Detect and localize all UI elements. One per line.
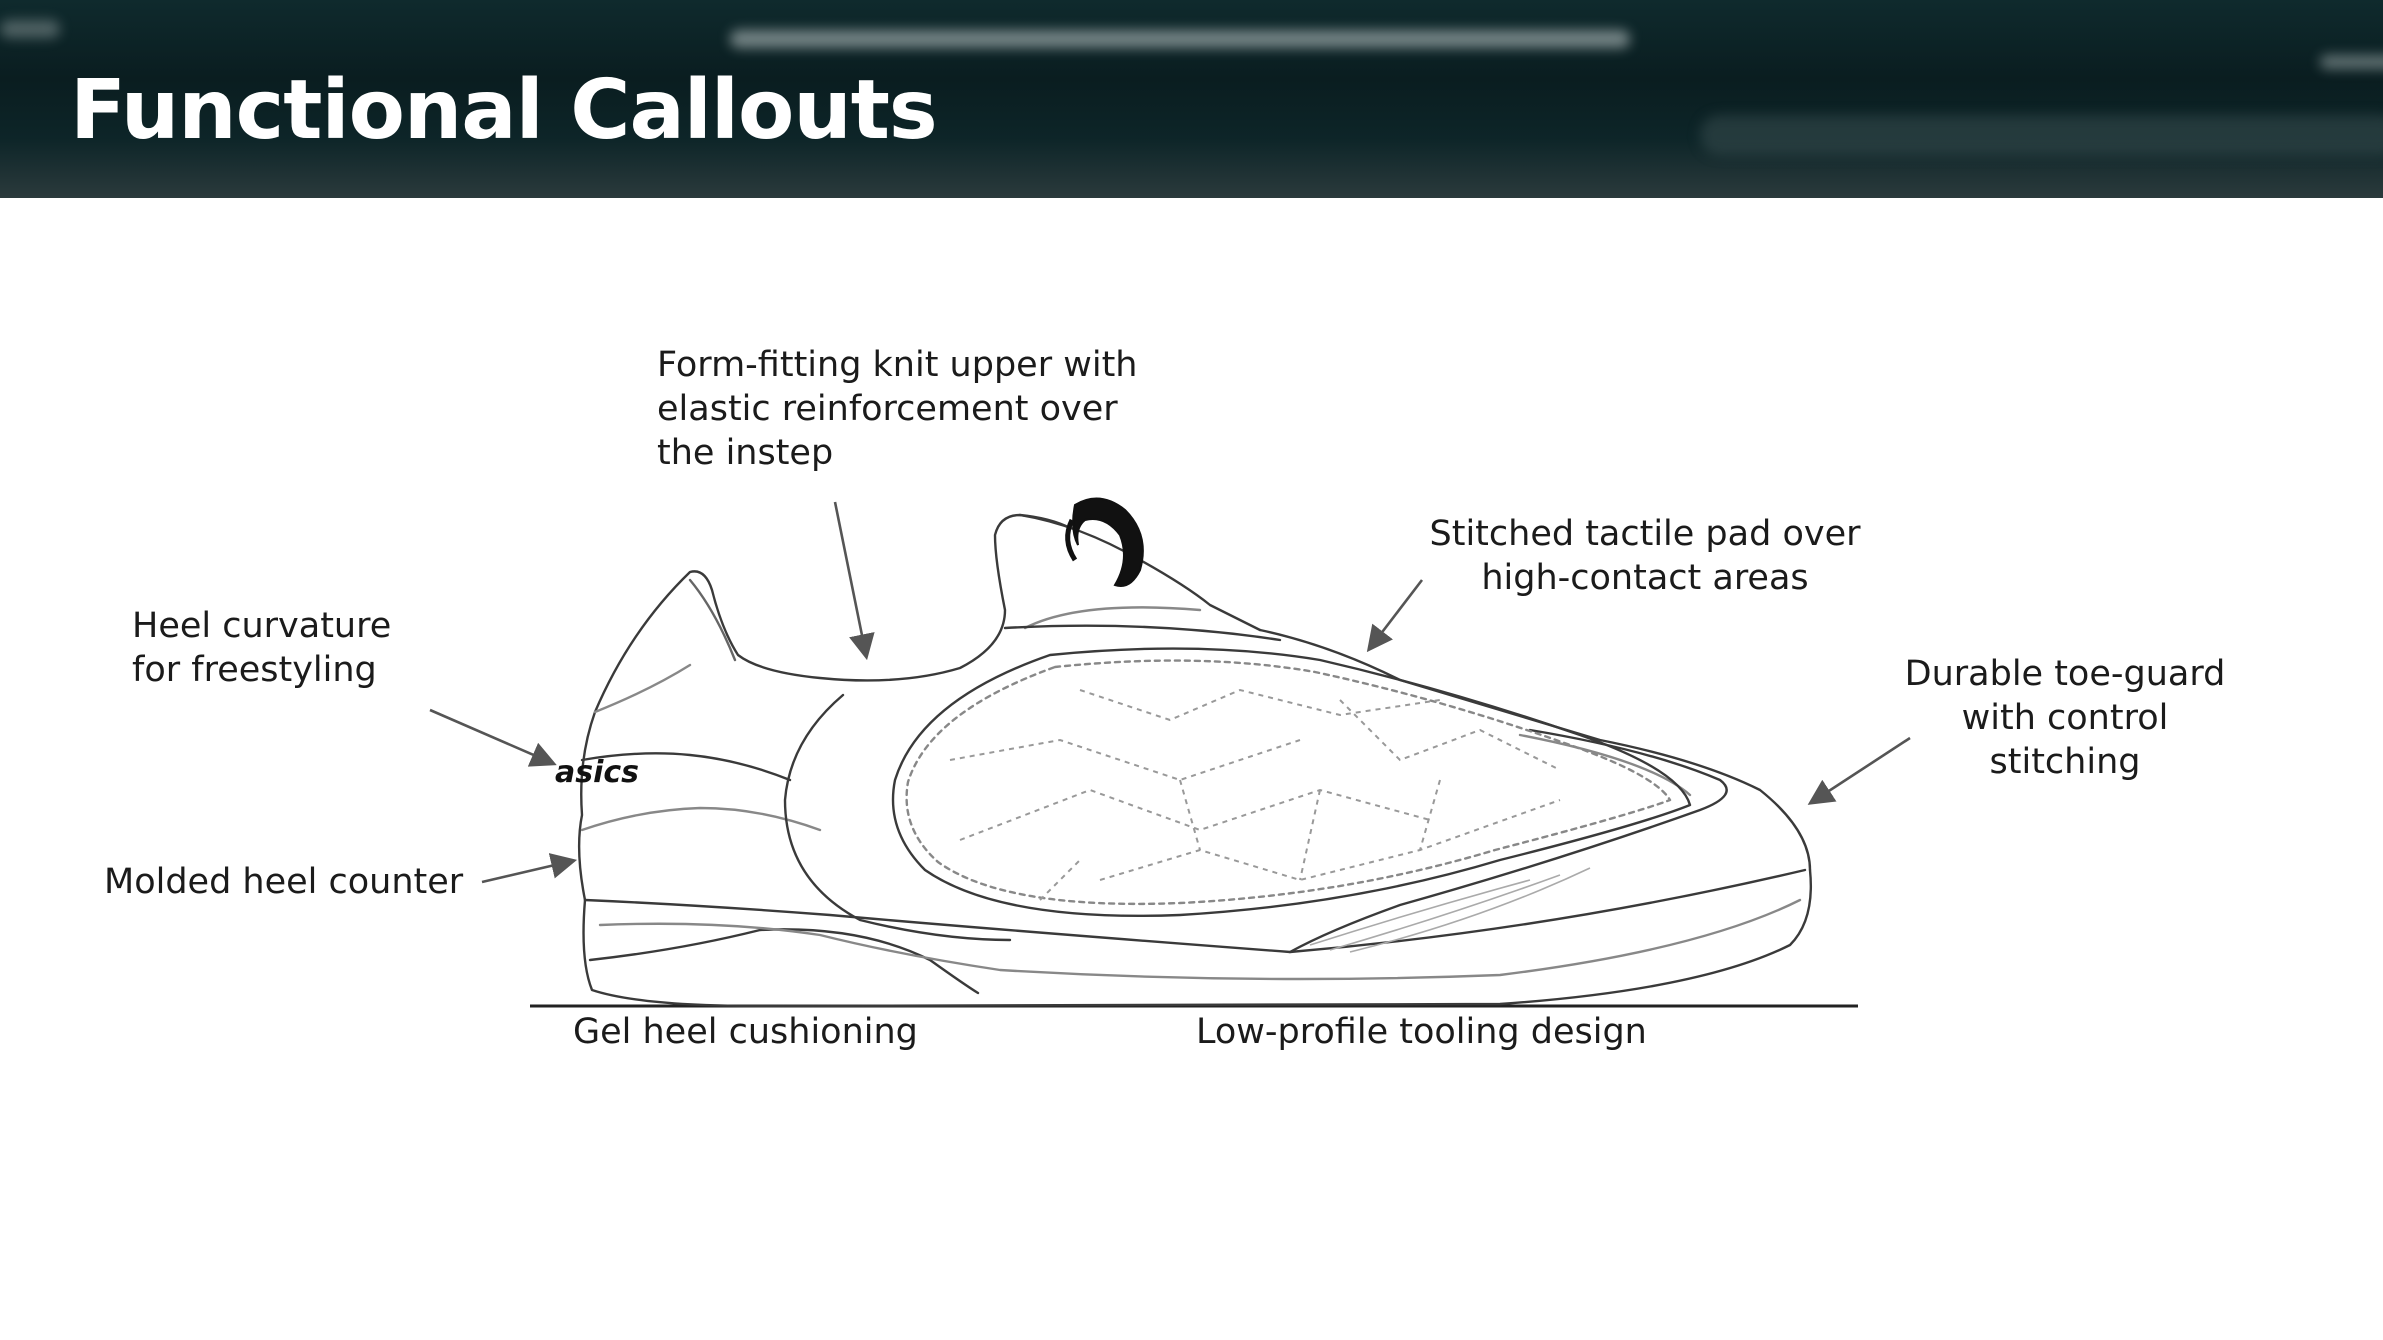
pad-stitch (1079, 688, 1441, 722)
throat-line (1003, 624, 1282, 642)
brand-swirl-logo (1065, 497, 1144, 587)
pad-stitch (949, 738, 1301, 782)
callout-heel-curvature: Heel curvature for freestyling (132, 606, 392, 690)
heel-outline (577, 513, 1072, 902)
callout-gel-heel: Gel heel cushioning (573, 1012, 918, 1052)
pad-stitch (1339, 699, 1561, 771)
toe-vent (1329, 874, 1561, 951)
collar-line (688, 578, 737, 662)
tongue-inner (1023, 606, 1202, 630)
arrow-heel-counter (481, 853, 578, 884)
heel-inner-line (593, 663, 692, 714)
toe-vent (1309, 879, 1531, 946)
toe-guard (1288, 728, 1728, 954)
callout-toe-guard: Durable toe-guard with control stitching (1904, 654, 2226, 782)
pad-stitch (1299, 789, 1321, 881)
banner-light-streak (2320, 55, 2383, 69)
callout-low-profile: Low-profile tooling design (1196, 1012, 1647, 1052)
callout-tactile-pad: Stitched tactile pad over high-contact a… (1429, 514, 1861, 598)
midsole-top-line (583, 868, 1807, 954)
sole-inner-line (598, 898, 1802, 981)
upper-side-overlay (783, 693, 1012, 942)
arrow-knit-upper (833, 501, 875, 661)
page-title: Functional Callouts (70, 63, 938, 158)
toe-vent (1349, 867, 1591, 953)
pad-stitch (1179, 779, 1201, 851)
tactile-pad-inner (905, 659, 1672, 906)
banner-light-streak (1700, 115, 2383, 155)
pad-stitch (1419, 779, 1441, 851)
arrow-heel-curvature (429, 708, 557, 767)
tactile-pad-outline (891, 647, 1692, 918)
brand-logo-text: asics (555, 755, 639, 790)
banner-light-streak (0, 20, 60, 38)
heel-counter-line (580, 752, 792, 782)
callout-knit-upper: Form-fitting knit upper with elastic rei… (657, 345, 1138, 473)
callout-heel-counter: Molded heel counter (104, 862, 464, 902)
arrow-toe-guard (1807, 736, 1911, 805)
pad-stitch (1039, 859, 1081, 901)
midsole-outline (582, 868, 1812, 1008)
banner-light-streak (730, 30, 1630, 48)
pad-stitch (1099, 799, 1561, 882)
vamp-outline (1258, 628, 1812, 872)
gel-heel-unit (588, 928, 980, 995)
arrow-tactile-pad (1366, 579, 1424, 653)
header-banner: Functional Callouts (0, 0, 2383, 198)
pad-stitch (959, 788, 1431, 841)
